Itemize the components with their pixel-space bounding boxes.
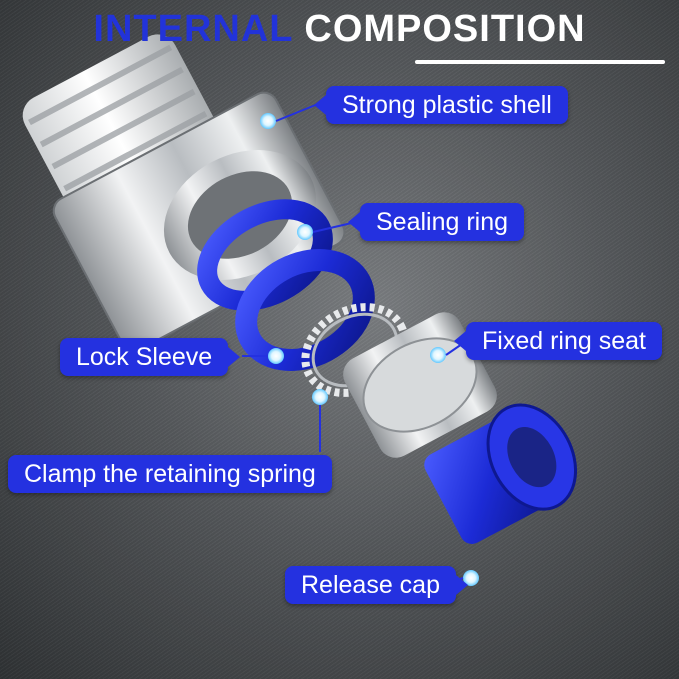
title-word-composition: COMPOSITION xyxy=(304,8,586,50)
label-release-cap: Release cap xyxy=(285,566,468,604)
lock-sleeve-part xyxy=(235,249,375,371)
page-title: INTERNAL COMPOSITION xyxy=(0,8,679,51)
title-underline xyxy=(415,60,665,64)
label-strong-plastic-shell: Strong plastic shell xyxy=(314,86,568,124)
title-word-internal: INTERNAL xyxy=(93,8,293,50)
marker-dot-icon xyxy=(268,348,284,364)
label-lock-sleeve: Lock Sleeve xyxy=(60,338,241,376)
marker-dot-icon xyxy=(430,347,446,363)
label-sealing-ring: Sealing ring xyxy=(347,203,525,241)
marker-dot-icon xyxy=(260,113,276,129)
sealing-ring-part xyxy=(197,199,333,311)
marker-dot-icon xyxy=(312,389,328,405)
label-clamp-retaining-spring: Clamp the retaining spring xyxy=(8,455,332,493)
marker-dot-icon xyxy=(297,224,313,240)
release-cap-part xyxy=(424,403,578,544)
label-fixed-ring-seat: Fixed ring seat xyxy=(454,322,662,360)
